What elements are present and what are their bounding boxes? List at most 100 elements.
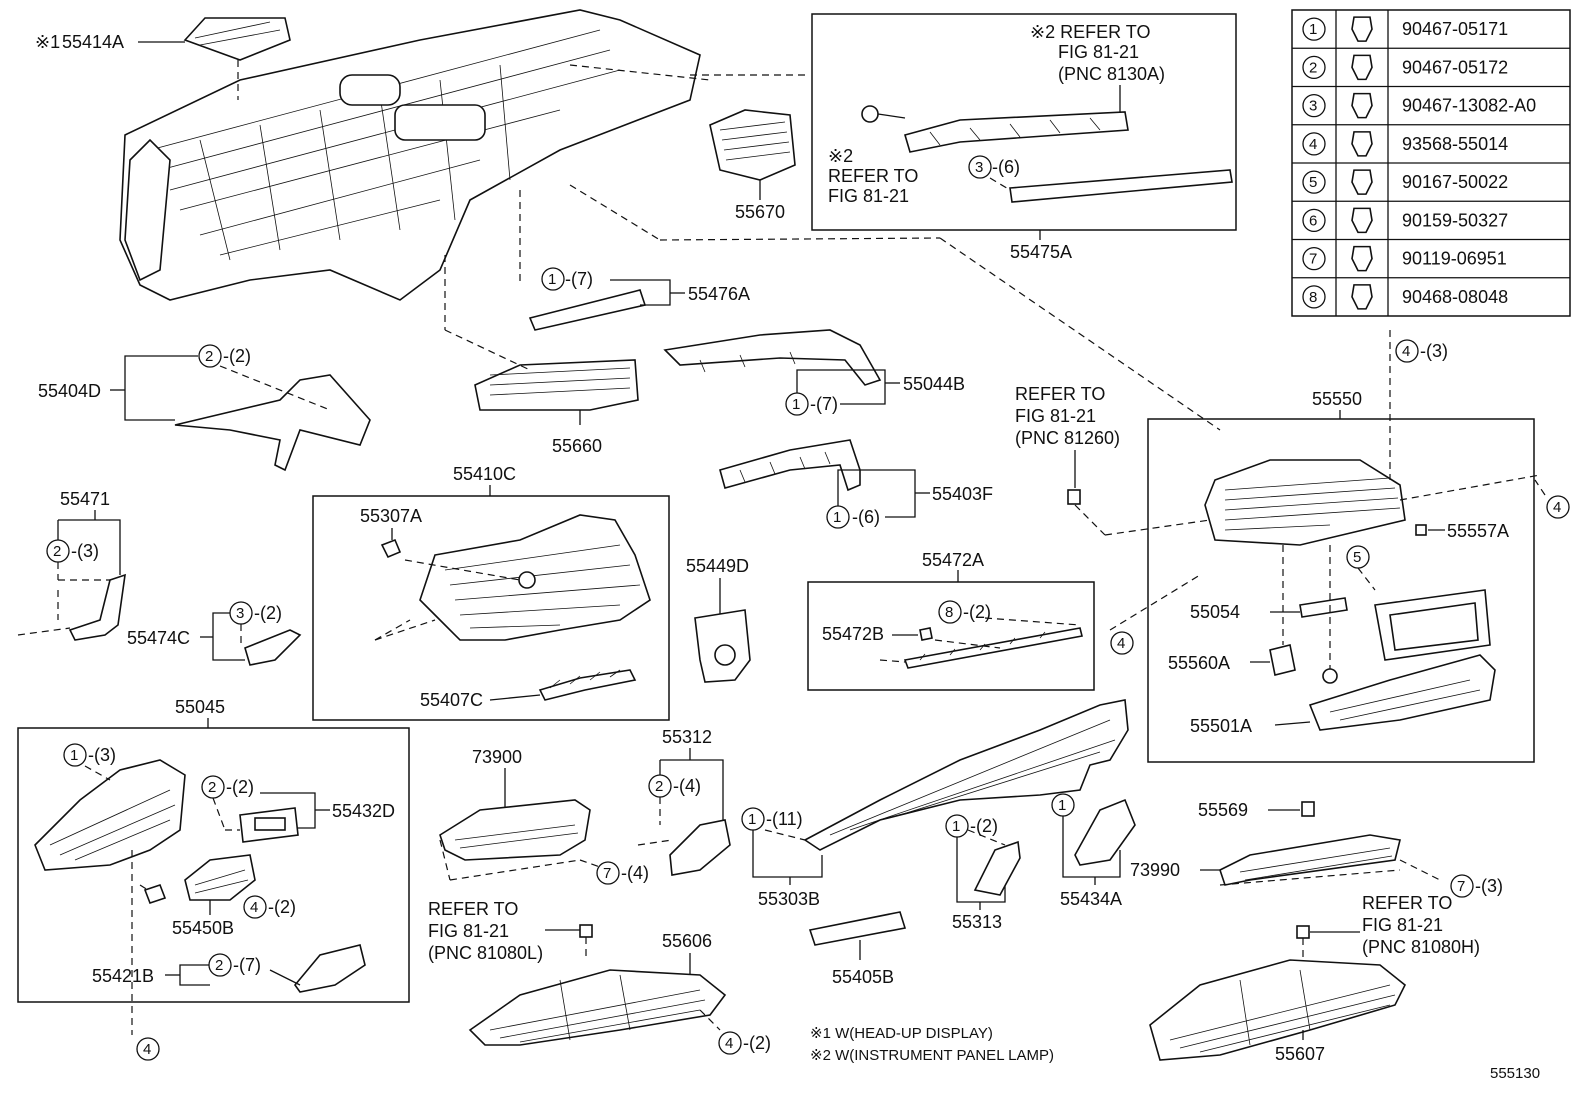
part-55660: 55660 bbox=[444, 255, 639, 456]
label-55450B: 55450B bbox=[172, 918, 234, 938]
part-55403F: 1 -(6) 55403F bbox=[719, 439, 993, 529]
qty-55313: -(2) bbox=[970, 816, 998, 836]
svg-text:3: 3 bbox=[975, 159, 983, 176]
legend-number-circle bbox=[1302, 17, 1326, 41]
legend-part-number: 93568-55014 bbox=[1402, 134, 1508, 154]
part-55303B: 1 -(11) 55303B bbox=[741, 699, 1129, 909]
ref-81260: REFER TO FIG 81-21 (PNC 81260) bbox=[1015, 384, 1211, 536]
label-55307A: 55307A bbox=[360, 506, 422, 526]
legend-number-circle bbox=[1302, 170, 1326, 194]
part-55449D: 55449D bbox=[686, 556, 751, 683]
fastener-icon bbox=[1351, 54, 1373, 81]
label-55607: 55607 bbox=[1275, 1044, 1325, 1064]
part-55414A: ※1 55414A bbox=[35, 17, 291, 100]
label-55434A: 55434A bbox=[1060, 889, 1122, 909]
label-55550: 55550 bbox=[1312, 389, 1362, 409]
part-55670: 55670 bbox=[569, 64, 796, 222]
legend-row: 2 90467-05172 bbox=[1302, 54, 1508, 81]
part-55569-73990: 55569 73990 7 -(3) bbox=[1130, 800, 1503, 898]
legend-row: 6 90159-50327 bbox=[1302, 207, 1508, 234]
qty-73900: -(4) bbox=[621, 863, 649, 883]
ref-bl-line2: FIG 81-21 bbox=[428, 921, 509, 941]
qty-55421B: -(7) bbox=[233, 955, 261, 975]
fastener-icon bbox=[1351, 169, 1373, 195]
legend-number-circle bbox=[1302, 246, 1326, 271]
part-55405B: 55405B bbox=[808, 911, 907, 987]
label-55407C: 55407C bbox=[420, 690, 483, 710]
svg-text:2: 2 bbox=[208, 779, 216, 796]
legend-row: 4 93568-55014 bbox=[1302, 131, 1508, 157]
ref-br-line3: (PNC 81080H) bbox=[1362, 937, 1480, 957]
box-55472A: 55472A 8 -(2) 55472B bbox=[807, 550, 1095, 691]
svg-text:2: 2 bbox=[53, 543, 61, 560]
qty-55044B: -(7) bbox=[810, 394, 838, 414]
label-55449D: 55449D bbox=[686, 556, 749, 576]
ref-left-line1: ※2 bbox=[828, 146, 853, 166]
legend-number-circle bbox=[1302, 208, 1326, 233]
label-55472A: 55472A bbox=[922, 550, 984, 570]
label-55432D: 55432D bbox=[332, 801, 395, 821]
svg-text:7: 7 bbox=[603, 865, 611, 882]
qty-55474C: -(2) bbox=[254, 603, 282, 623]
instrument-panel-frame bbox=[119, 9, 701, 301]
label-55606: 55606 bbox=[662, 931, 712, 951]
label-55410C: 55410C bbox=[453, 464, 516, 484]
label-55303B: 55303B bbox=[758, 889, 820, 909]
label-55403F: 55403F bbox=[932, 484, 993, 504]
fastener-icon bbox=[1351, 284, 1373, 310]
ref-mid-line2: FIG 81-21 bbox=[1015, 406, 1096, 426]
legend-number: 6 bbox=[1309, 212, 1317, 229]
legend-number: 4 bbox=[1309, 136, 1317, 153]
ref-br-line1: REFER TO bbox=[1362, 893, 1452, 913]
legend-number-circle bbox=[1302, 55, 1326, 80]
legend-number: 2 bbox=[1309, 59, 1317, 76]
qty-55476A: -(7) bbox=[565, 269, 593, 289]
note-hud: ※1 W(HEAD-UP DISPLAY) bbox=[810, 1025, 993, 1042]
label-55044B: 55044B bbox=[903, 374, 965, 394]
leader-dash bbox=[659, 237, 941, 241]
part-73900: 73900 7 -(4) bbox=[439, 747, 649, 885]
svg-text:3: 3 bbox=[236, 605, 244, 622]
box-55475A: ※2 REFER TO FIG 81-21 (PNC 8130A) ※2 REF… bbox=[811, 13, 1237, 262]
label-55405B: 55405B bbox=[832, 967, 894, 987]
svg-text:7: 7 bbox=[1457, 878, 1465, 895]
part-55607: REFER TO FIG 81-21 (PNC 81080H) 55607 bbox=[1149, 893, 1480, 1064]
svg-text:8: 8 bbox=[945, 604, 953, 621]
label-55404D: 55404D bbox=[38, 381, 101, 401]
legend-part-number: 90159-50327 bbox=[1402, 210, 1508, 230]
qty-73990: -(3) bbox=[1475, 876, 1503, 896]
qty-55606: -(2) bbox=[743, 1033, 771, 1053]
box-55550: 55550 4 -(3) 4 55557A 5 55054 55560A 555… bbox=[1109, 330, 1570, 763]
legend-part-number: 90467-05172 bbox=[1402, 57, 1508, 77]
label-55569: 55569 bbox=[1198, 800, 1248, 820]
legend-part-number: 90167-50022 bbox=[1402, 172, 1508, 192]
label-55475A: 55475A bbox=[1010, 242, 1072, 262]
legend-number-circle bbox=[1302, 132, 1326, 156]
part-55434A: 1 55434A bbox=[1051, 793, 1136, 909]
ref-mid-line3: (PNC 81260) bbox=[1015, 428, 1120, 448]
qty-55303B: -(11) bbox=[766, 809, 803, 829]
part-55313: 1 -(2) 55313 bbox=[945, 814, 1021, 932]
diagram-id: 555130 bbox=[1490, 1065, 1540, 1082]
label-55313: 55313 bbox=[952, 912, 1002, 932]
svg-text:4: 4 bbox=[1402, 343, 1410, 360]
legend-number: 1 bbox=[1309, 21, 1317, 38]
ref-bl-line1: REFER TO bbox=[428, 899, 518, 919]
svg-text:2: 2 bbox=[215, 957, 223, 974]
note-lamp: ※2 W(INSTRUMENT PANEL LAMP) bbox=[810, 1047, 1054, 1064]
leader-dash bbox=[569, 184, 661, 241]
label-55557A: 55557A bbox=[1447, 521, 1509, 541]
legend-number: 3 bbox=[1309, 98, 1317, 115]
ref-top-line2: FIG 81-21 bbox=[1058, 42, 1139, 62]
legend-number: 8 bbox=[1309, 289, 1317, 306]
svg-text:1: 1 bbox=[548, 271, 556, 288]
fastener-icon bbox=[1351, 245, 1373, 272]
part-55044B: 1 -(7) 55044B bbox=[663, 329, 965, 416]
part-55476A: 1 -(7) 55476A bbox=[519, 190, 750, 331]
